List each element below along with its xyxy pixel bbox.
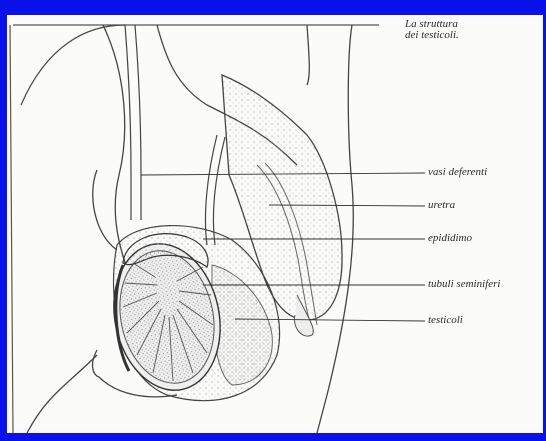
testicle-anatomy-illustration [7,15,543,433]
vas-deferens [21,25,225,245]
diagram-page: La struttura dei testicoli. vasi deferen… [7,15,543,433]
label-tubuli-seminiferi: tubuli seminiferi [428,278,500,290]
label-uretra: uretra [428,199,455,211]
label-testicoli: testicoli [428,314,463,326]
label-vasi-deferenti: vasi deferenti [428,166,487,178]
caption-line-2: dei testicoli. [405,30,525,41]
label-epididimo: epididimo [428,232,472,244]
caption: La struttura dei testicoli. [405,19,525,41]
